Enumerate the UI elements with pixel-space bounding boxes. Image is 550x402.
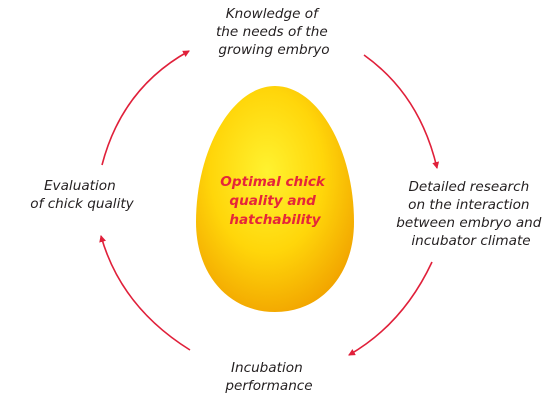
arrow-knowledge-to-research xyxy=(363,54,440,170)
center-label: Optimal chick quality and hatchability xyxy=(220,174,329,228)
step-knowledge-label: Knowledge of the needs of the growing em… xyxy=(216,6,332,58)
arrow-research-to-performance xyxy=(348,261,433,356)
step-evaluation-line-2: of chick quality xyxy=(30,196,134,212)
center-label-line-2: quality and xyxy=(229,193,316,209)
step-research-line-4: incubator climate xyxy=(411,233,530,249)
step-research-line-3: between embryo and xyxy=(396,215,542,231)
center-label-line-3: hatchability xyxy=(229,212,321,228)
step-research-line-2: on the interaction xyxy=(408,197,529,213)
step-research-label: Detailed research on the interaction bet… xyxy=(396,179,546,249)
step-performance-label: Incubation performance xyxy=(224,360,312,394)
step-research-line-1: Detailed research xyxy=(408,179,529,195)
center-label-line-1: Optimal chick xyxy=(220,174,326,190)
step-evaluation-label: Evaluation of chick quality xyxy=(30,178,134,212)
step-performance-line-2: performance xyxy=(224,378,312,394)
step-evaluation-line-1: Evaluation xyxy=(44,178,116,194)
step-knowledge-line-2: the needs of the xyxy=(216,24,328,40)
step-knowledge-line-1: Knowledge of xyxy=(226,6,320,22)
arrow-performance-to-evaluation xyxy=(99,234,191,351)
step-performance-line-1: Incubation xyxy=(231,360,303,376)
step-knowledge-line-3: growing embryo xyxy=(218,42,329,58)
arrow-evaluation-to-knowledge xyxy=(101,50,190,166)
egg-shape xyxy=(196,86,354,312)
